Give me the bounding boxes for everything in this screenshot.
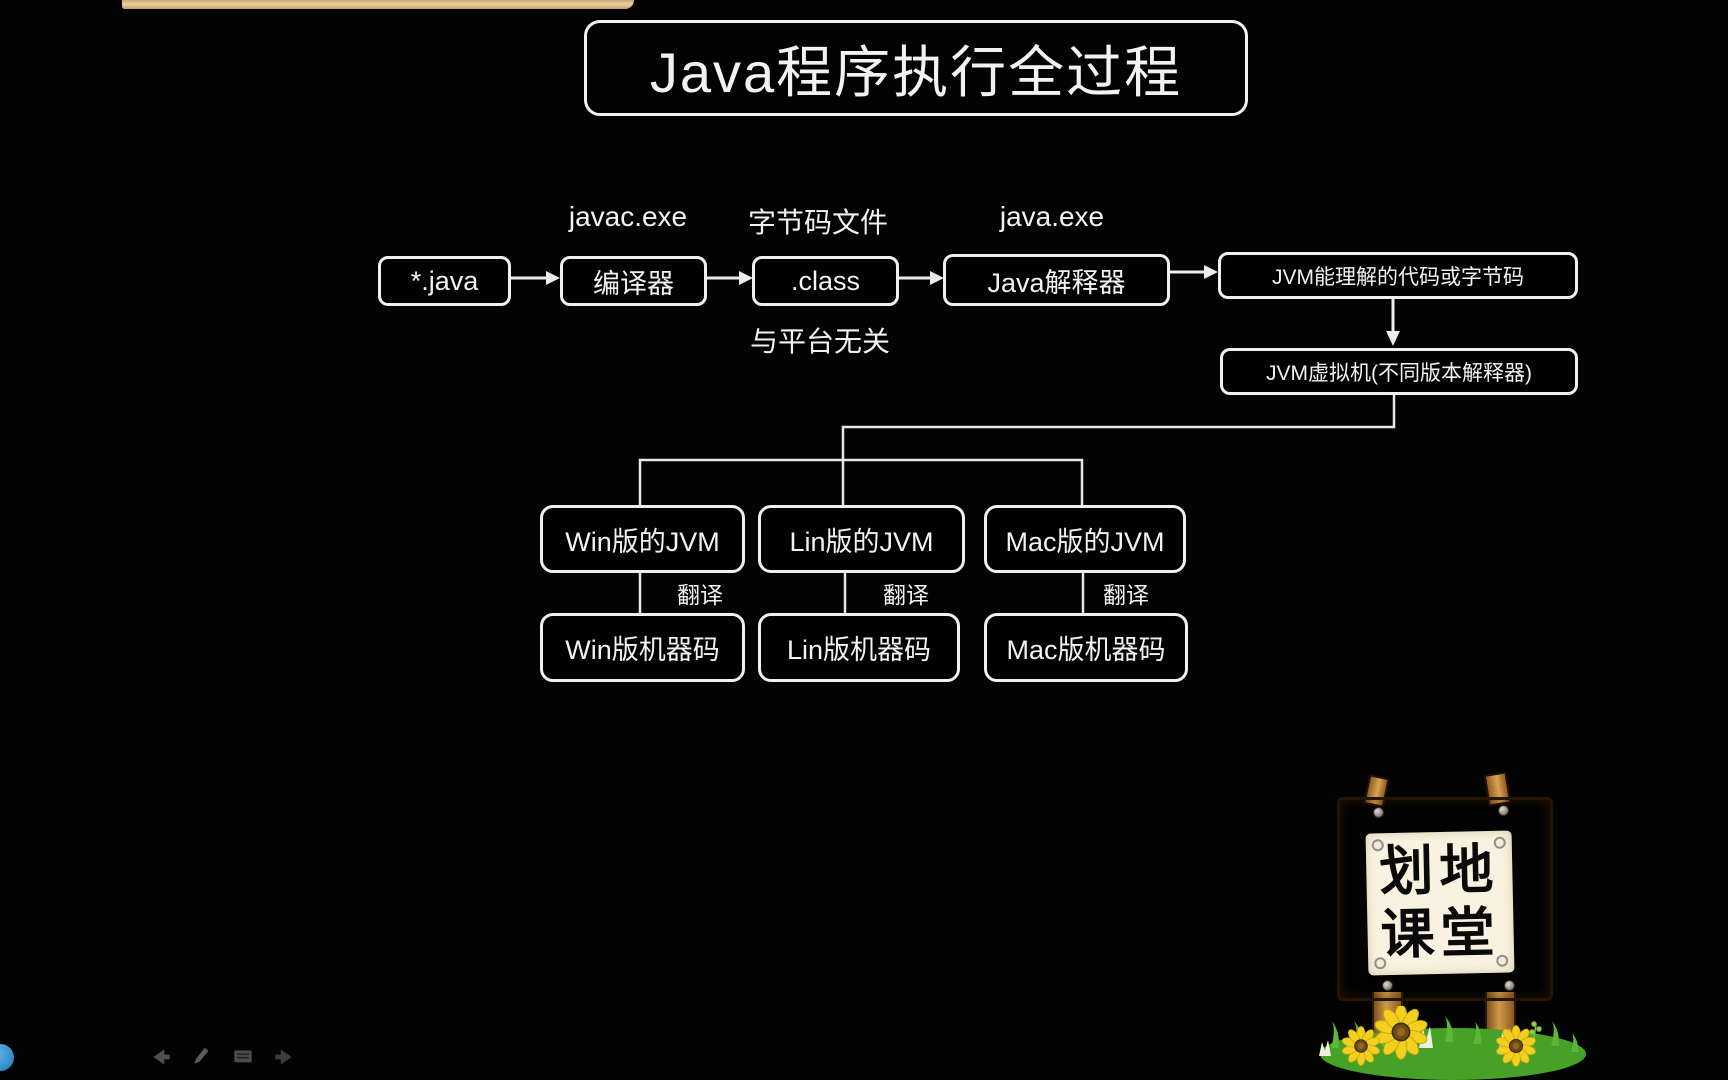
- flow-node-jvm-vm: JVM虚拟机(不同版本解释器): [1220, 348, 1578, 395]
- label-java-exe: java.exe: [999, 201, 1105, 232]
- slide-title-box: Java程序执行全过程: [584, 20, 1248, 116]
- label-bytecode-file: 字节码文件: [747, 207, 888, 238]
- label-translate-mac: 翻译: [1103, 582, 1149, 608]
- forward-arrow-icon[interactable]: [271, 1044, 297, 1070]
- brand-name-line1: 划地: [1378, 840, 1500, 903]
- pin-icon: [1496, 954, 1509, 967]
- flow-node-mac-jvm: Mac版的JVM: [984, 505, 1186, 573]
- blue-circle-button[interactable]: [0, 1044, 14, 1071]
- flow-node-compiler: 编译器: [560, 256, 707, 306]
- flow-node-lin-machine-code: Lin版机器码: [758, 613, 960, 682]
- pin-icon: [1493, 836, 1506, 849]
- flow-node-mac-machine-code: Mac版机器码: [984, 613, 1188, 682]
- brand-wooden-sign: 划地 课堂: [1319, 752, 1586, 1080]
- nail-icon: [1504, 980, 1515, 991]
- pin-icon: [1374, 957, 1387, 970]
- nail-icon: [1382, 980, 1393, 991]
- flow-node-source: *.java: [378, 256, 511, 306]
- offscreen-tan-box-edge: [122, 0, 634, 9]
- flow-node-interpreter: Java解释器: [943, 254, 1170, 306]
- flow-node-jvm-code: JVM能理解的代码或字节码: [1218, 252, 1578, 299]
- nail-icon: [1373, 807, 1384, 818]
- brand-name-line2: 课堂: [1380, 902, 1502, 966]
- flow-node-class: .class: [752, 256, 899, 306]
- label-platform-independent: 与平台无关: [749, 326, 890, 357]
- flow-node-lin-jvm: Lin版的JVM: [758, 505, 965, 573]
- label-translate-win: 翻译: [677, 582, 723, 608]
- back-arrow-icon[interactable]: [148, 1044, 174, 1070]
- label-translate-lin: 翻译: [883, 582, 929, 608]
- sign-board: [1337, 797, 1553, 1001]
- pen-icon[interactable]: [189, 1044, 215, 1070]
- label-javac-exe: javac.exe: [568, 201, 688, 232]
- slide-title: Java程序执行全过程: [649, 40, 1183, 104]
- sign-paper: 划地 课堂: [1365, 830, 1515, 976]
- board-icon[interactable]: [230, 1044, 256, 1070]
- flow-node-win-jvm: Win版的JVM: [540, 505, 745, 573]
- nail-icon: [1498, 805, 1509, 816]
- flow-node-win-machine-code: Win版机器码: [540, 613, 745, 682]
- grass-and-flowers: [1319, 1006, 1586, 1080]
- annotation-toolbar: [148, 1044, 297, 1070]
